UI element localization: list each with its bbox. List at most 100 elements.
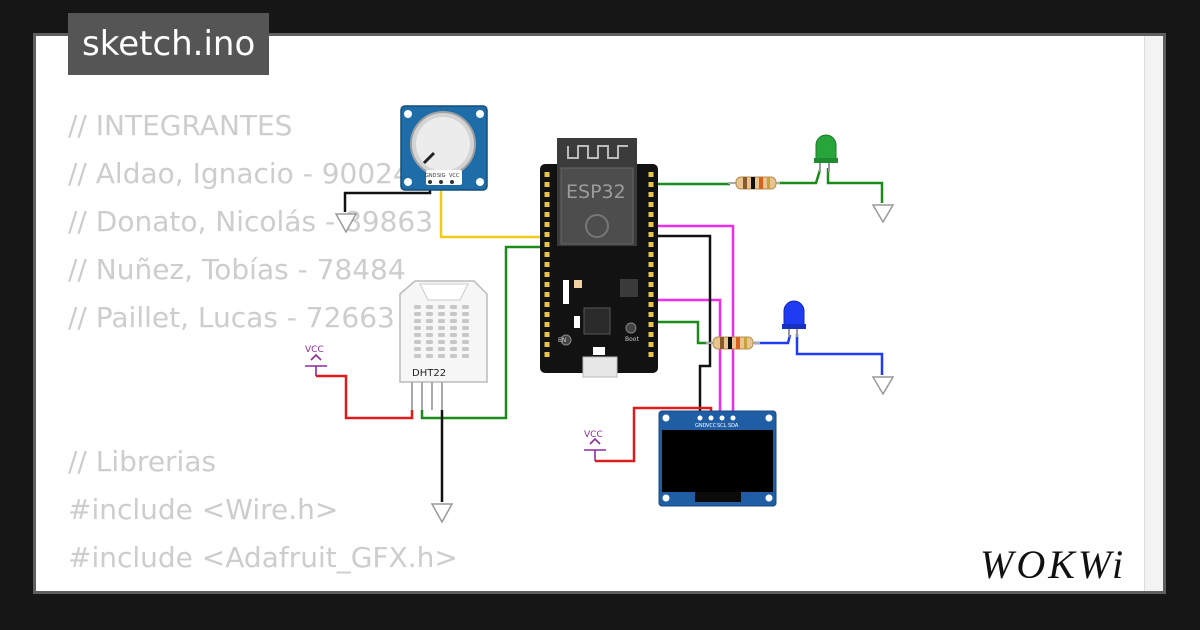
ground-symbol [871, 376, 895, 396]
esp32-pin [544, 242, 550, 247]
vcc-label: VCC [305, 345, 324, 355]
oled-pin-label: SCL [717, 423, 727, 429]
code-line: // Nuñez, Tobías - 78484 [68, 253, 406, 286]
ground-symbol [871, 204, 895, 224]
wire-dht-data[interactable] [420, 245, 548, 420]
oled-screen [662, 430, 773, 492]
code-line: #include <Wire.h> [68, 493, 339, 526]
led-blue[interactable] [782, 300, 806, 337]
esp32-pin [648, 302, 654, 307]
dht22-sensor[interactable]: DHT22 [399, 280, 488, 410]
esp32-usb-port [582, 356, 618, 378]
potentiometer-knob-indicator[interactable] [422, 151, 436, 165]
esp32-pin [648, 322, 654, 327]
ground-symbols [334, 204, 895, 524]
code-line: #include <Adafruit_SH110X.h> [68, 582, 512, 591]
esp32-pin [544, 212, 550, 217]
wire-oled-gnd[interactable] [652, 234, 712, 418]
esp32-pin [544, 352, 550, 357]
esp32-pin [544, 302, 550, 307]
code-line: // INTEGRANTES [68, 109, 293, 142]
wire-led-blue-res[interactable] [754, 334, 792, 345]
pot-pin-label: GND [425, 173, 437, 179]
esp32-pin [544, 232, 550, 237]
oled-pin-label: SDA [728, 423, 739, 429]
esp32-label: ESP32 [566, 181, 626, 203]
esp32-pin [544, 312, 550, 317]
pot-pin-label: SIG [437, 173, 446, 179]
vcc-label: VCC [584, 430, 603, 440]
esp32-en-button[interactable] [560, 334, 572, 346]
wire-led-green-gnd[interactable] [826, 168, 884, 203]
esp32-pin [648, 312, 654, 317]
wire-i2c-scl[interactable] [652, 224, 735, 418]
file-tab[interactable]: sketch.ino [68, 13, 270, 75]
esp32-pin [544, 172, 550, 177]
esp32-boot-label: Boot [625, 336, 639, 343]
esp32-pin [544, 202, 550, 207]
esp32-pin [648, 292, 654, 297]
esp32-pin [544, 282, 550, 287]
esp32-pin [544, 272, 550, 277]
esp32-pin [648, 282, 654, 287]
pot-pin-label: VCC [449, 173, 460, 179]
esp32-en-label: EN [558, 337, 566, 344]
esp32-pin [648, 262, 654, 267]
esp32-pin [544, 292, 550, 297]
esp32-pin [544, 222, 550, 227]
code-line: #include <Adafruit_GFX.h> [68, 541, 458, 574]
editor-frame: // INTEGRANTES // Aldao, Ignacio - 90024 /… [33, 33, 1166, 594]
code-line: // Paillet, Lucas - 72663 [68, 301, 395, 334]
esp32-pin [544, 262, 550, 267]
led-green-body [815, 134, 837, 161]
code-line: // Librerias [68, 445, 217, 478]
esp32-pin [648, 212, 654, 217]
vcc-symbols [305, 353, 606, 461]
esp32-pin [544, 322, 550, 327]
oled-display[interactable]: GND VCC SCL SDA [658, 410, 777, 507]
ground-symbol [334, 213, 358, 234]
dht22-vent-grid [414, 305, 469, 358]
resistor-blue-led[interactable] [706, 336, 760, 350]
wire-dht-vcc[interactable] [316, 374, 414, 420]
led-blue-body [783, 300, 805, 327]
esp32-pin [648, 202, 654, 207]
led-green[interactable] [814, 134, 838, 172]
esp32-pin [544, 342, 550, 347]
wokwi-logo-text: WOKWi [980, 542, 1126, 586]
esp32-pin [648, 332, 654, 337]
wire-led-blue-gnd[interactable] [795, 334, 884, 375]
esp32-pin [544, 192, 550, 197]
esp32-pin [648, 242, 654, 247]
esp32-pins [544, 172, 654, 357]
esp32-pin [648, 342, 654, 347]
circuit-diagram: VCC VCC GND SIG VCC DHT22 [305, 105, 895, 524]
esp32-pin [648, 222, 654, 227]
resistor-green-led[interactable] [728, 176, 780, 190]
code-line: // Donato, Nicolás - 89863 [68, 205, 434, 238]
esp32-pin [648, 192, 654, 197]
esp32-pin [544, 332, 550, 337]
esp32-board[interactable]: ESP32 EN Boot [540, 138, 658, 378]
esp32-pin [544, 252, 550, 257]
code-line: // Aldao, Ignacio - 90024 [68, 157, 411, 190]
wire-led-green-res[interactable] [778, 169, 822, 185]
dht22-label: DHT22 [412, 368, 446, 379]
esp32-pin [544, 182, 550, 187]
esp32-pin [648, 352, 654, 357]
wokwi-logo: WOKWi [980, 542, 1126, 586]
esp32-pin [648, 252, 654, 257]
wire-pot-sig[interactable] [439, 183, 548, 239]
oled-pin-label: GND [695, 423, 707, 429]
esp32-pin [648, 172, 654, 177]
ground-symbol [430, 503, 454, 524]
esp32-pin [648, 182, 654, 187]
code-background: // INTEGRANTES // Aldao, Ignacio - 90024 /… [68, 102, 512, 591]
oled-pin-label: VCC [706, 423, 717, 429]
esp32-pin [648, 232, 654, 237]
potentiometer[interactable]: GND SIG VCC [400, 105, 488, 191]
esp32-pin [648, 272, 654, 277]
esp32-boot-button[interactable] [625, 322, 637, 334]
editor-scrollbar[interactable] [1144, 36, 1163, 591]
wire-led-blue-signal[interactable] [652, 320, 708, 345]
